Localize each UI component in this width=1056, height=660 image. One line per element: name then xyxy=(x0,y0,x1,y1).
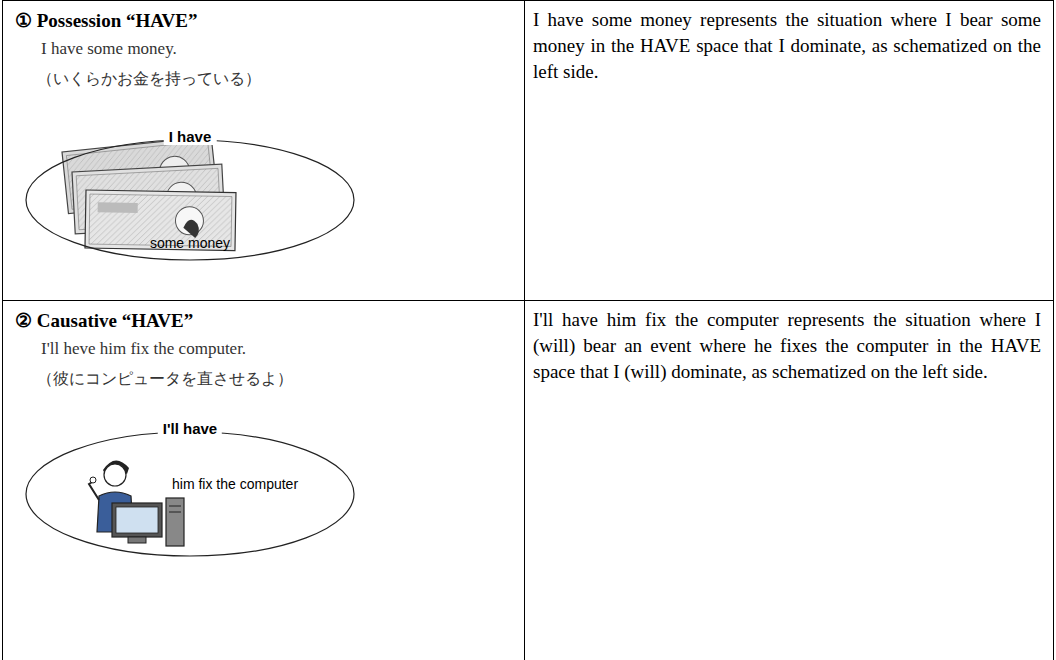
man-with-computer xyxy=(89,460,184,546)
table-cell: ① Possession “HAVE” I have some money. （いく… xyxy=(2,0,525,301)
ellipse-outline xyxy=(25,431,355,557)
ellipse-content: some money xyxy=(150,235,230,251)
explanation-text: I'll have him fix the computer represent… xyxy=(533,307,1041,385)
example-sentence: I have some money. xyxy=(41,39,177,59)
table-cell: I'll have him fix the computer represent… xyxy=(524,300,1054,660)
have-space-ellipse: I havesome money xyxy=(25,139,355,261)
ellipse-label: I have xyxy=(164,128,217,145)
example-sentence: I'll heve him fix the computer. xyxy=(41,339,246,359)
have-space-ellipse: I'll havehim fix the computer xyxy=(25,431,355,557)
japanese-translation: （彼にコンピュータを直させるよ） xyxy=(37,369,293,390)
ellipse-content: him fix the computer xyxy=(172,476,298,492)
ellipse-label: I'll have xyxy=(158,420,222,437)
japanese-translation: （いくらかお金を持っている） xyxy=(37,69,261,90)
table-cell: ② Causative “HAVE” I'll heve him fix the … xyxy=(2,300,525,660)
section-heading: ① Possession “HAVE” xyxy=(15,9,197,32)
section-heading: ② Causative “HAVE” xyxy=(15,309,193,332)
explanation-text: I have some money represents the situati… xyxy=(533,7,1041,85)
table-cell: I have some money represents the situati… xyxy=(524,0,1054,301)
